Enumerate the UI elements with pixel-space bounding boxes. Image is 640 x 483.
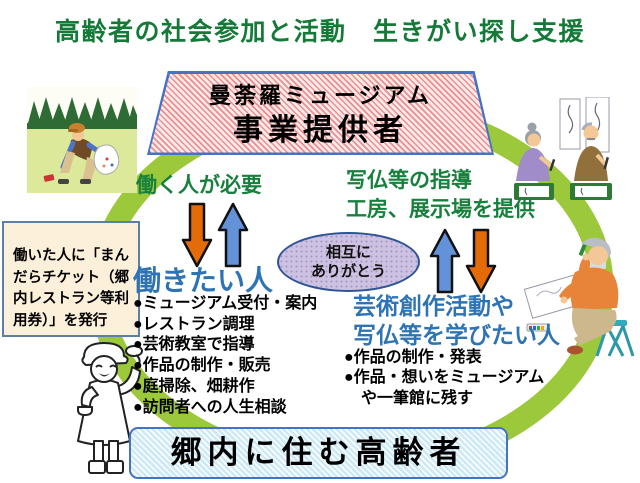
learners-list: ●作品の制作・発表 ●作品・想いをミュージアム や一筆館に残す — [344, 348, 544, 409]
list-item-label: や一筆館に残す — [361, 389, 474, 407]
bullet-icon: ● — [133, 295, 143, 312]
list-item: や一筆館に残す — [344, 389, 544, 409]
list-item: ●芸術教室で指導 — [133, 335, 317, 356]
calligraphy-elders-clipart — [502, 96, 637, 214]
bullet-icon: ● — [344, 349, 354, 366]
cook-tasting-clipart — [56, 335, 162, 483]
workers-list: ●ミュージアム受付・案内 ●レストラン調理 ●芸術教室で指導 ●作品の制作・販売… — [133, 294, 317, 418]
learners-heading-line1: 芸術創作活動や — [353, 294, 514, 319]
list-item-label: 作品の制作・販売 — [142, 357, 271, 375]
ticket-note-box: 働いた人に「まんだらチケット（郷内レストラン等利用券）」を発行 — [2, 221, 140, 337]
sketching-elder-clipart — [523, 228, 635, 365]
list-item-label: ミュージアム受付・案内 — [142, 295, 318, 312]
offer-label-line2: 工房、展示場を提供 — [346, 197, 535, 221]
list-item: ●ミュージアム受付・案内 — [133, 294, 317, 315]
page-title: 高齢者の社会参加と活動 生きがい探し支援 — [54, 18, 585, 46]
list-item-label: レストラン調理 — [142, 315, 255, 333]
provider-box-title: 事業提供者 — [233, 114, 408, 147]
list-item-label: 庭掃除、畑耕作 — [142, 377, 255, 395]
litter-picking-volunteer-clipart — [27, 87, 137, 198]
residents-label: 郷内に住む高齢者 — [170, 435, 467, 470]
need-workers-label: 働く人が必要 — [136, 173, 262, 197]
provider-box: 曼荼羅ミュージアム 事業提供者 — [147, 71, 494, 155]
offer-label-line1: 写仏等の指導 — [346, 168, 472, 192]
exchange-arrows-left — [181, 202, 249, 268]
list-item-label: 訪問者への人生相談 — [142, 398, 287, 416]
list-item-label: 作品の制作・発表 — [353, 349, 482, 366]
bullet-icon: ● — [133, 357, 143, 375]
learners-heading-line2: 写仏等を学びたい人 — [353, 323, 560, 348]
exchange-arrows-right — [429, 228, 497, 294]
mutual-thanks-oval: 相互に ありがとう — [277, 232, 420, 292]
bullet-icon: ● — [133, 377, 143, 395]
list-item: ●作品の制作・販売 — [133, 356, 317, 377]
bullet-icon: ● — [133, 315, 143, 333]
list-item: ●訪問者への人生相談 — [133, 398, 317, 419]
workers-heading: 働きたい人 — [133, 266, 274, 297]
oval-line2: ありがとう — [310, 263, 386, 280]
list-item: ●作品・想いをミュージアム — [344, 368, 544, 388]
bullet-icon: ● — [344, 369, 354, 387]
provider-box-subtitle: 曼荼羅ミュージアム — [208, 83, 433, 108]
bullet-icon: ● — [133, 336, 143, 354]
list-item-label: 作品・想いをミュージアム — [353, 369, 545, 387]
residents-box: 郷内に住む高齢者 — [129, 427, 508, 479]
learners-heading: 芸術創作活動や 写仏等を学びたい人 — [353, 292, 560, 350]
list-item: ●レストラン調理 — [133, 315, 317, 336]
bullet-icon: ● — [133, 398, 143, 416]
provider-box-fill — [149, 73, 492, 153]
list-item-label: 芸術教室で指導 — [142, 336, 255, 354]
list-item: ●庭掃除、畑耕作 — [133, 377, 317, 398]
list-item: ●作品の制作・発表 — [344, 348, 544, 368]
offer-label: 写仏等の指導 工房、展示場を提供 — [346, 166, 535, 224]
oval-line1: 相互に — [325, 244, 371, 261]
